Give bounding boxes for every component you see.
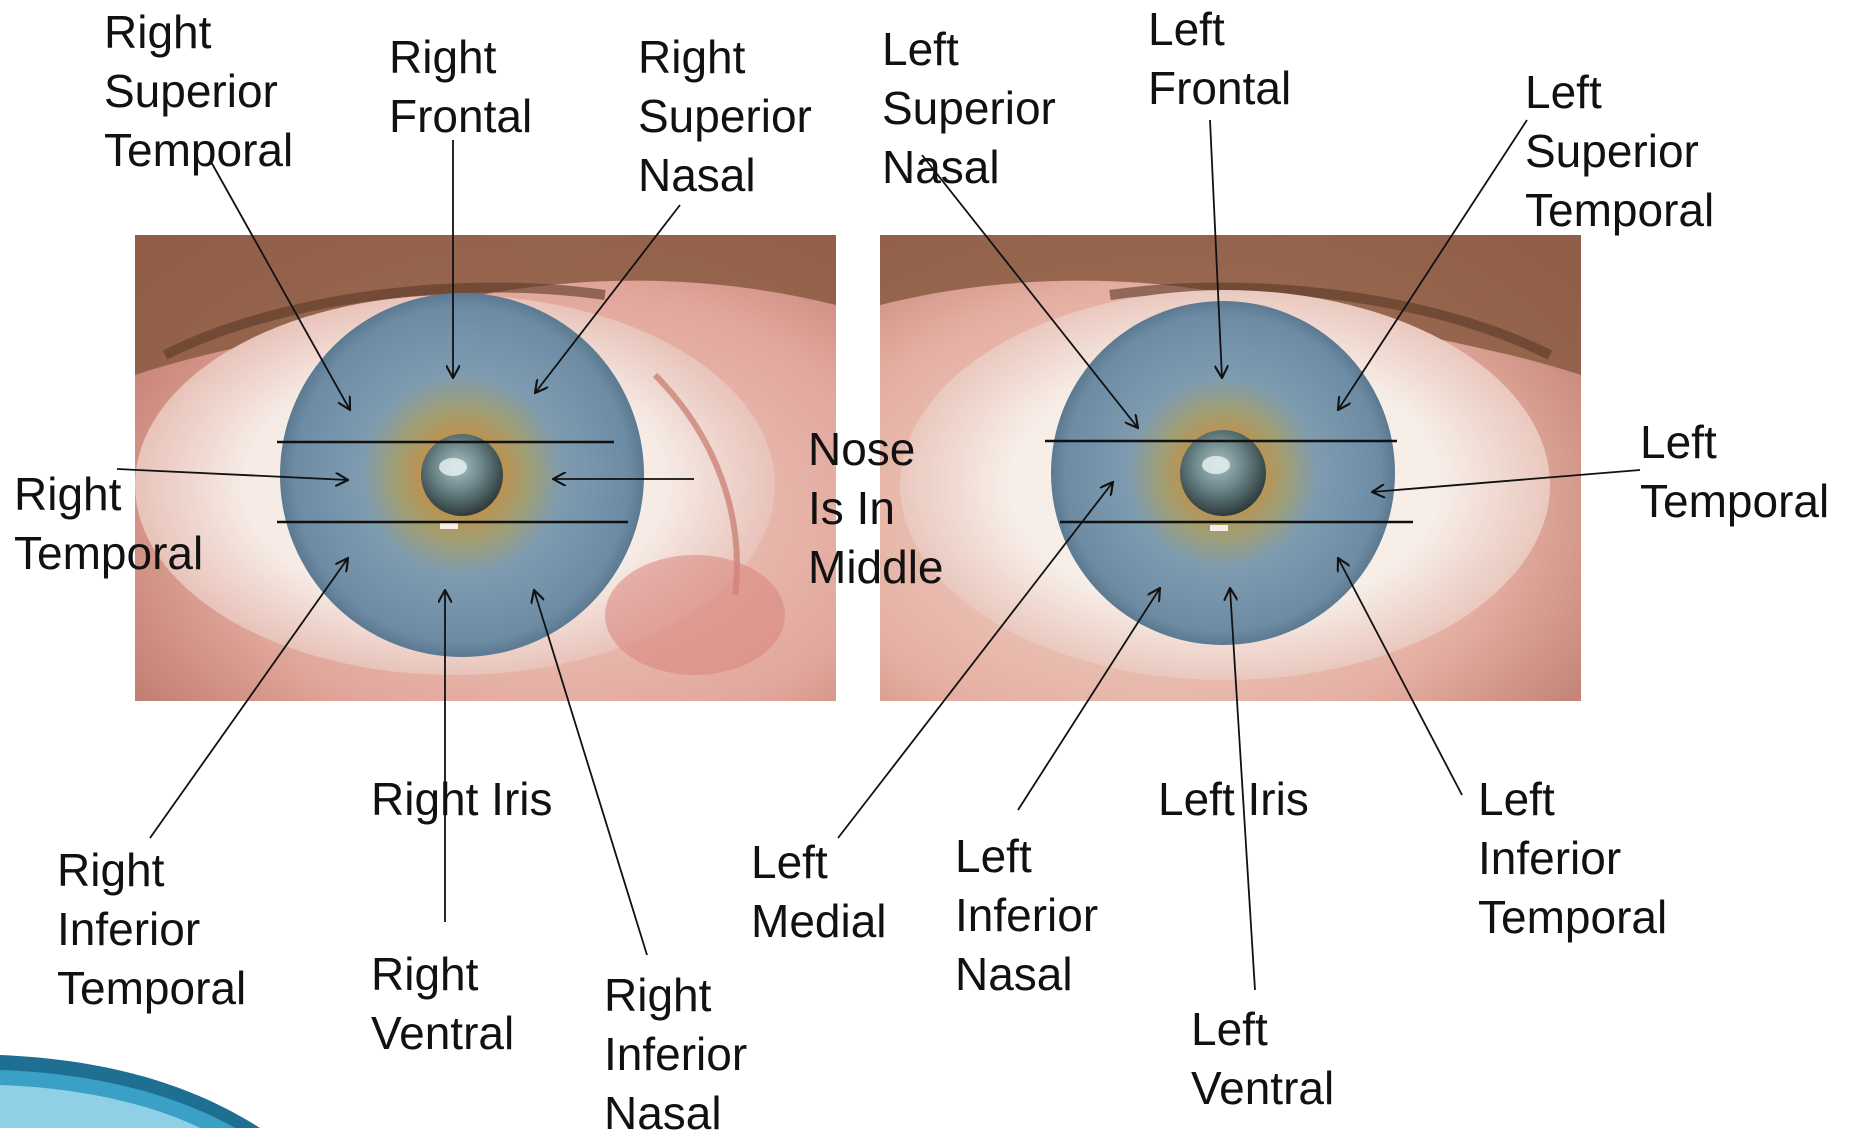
label-left-inferior-nasal: Left Inferior Nasal — [955, 827, 1098, 1004]
label-left-iris: Left Iris — [1158, 770, 1309, 829]
left-eye-photo — [880, 235, 1581, 701]
label-left-superior-temporal: Left Superior Temporal — [1525, 63, 1714, 240]
label-left-temporal: Left Temporal — [1640, 413, 1829, 531]
label-right-inferior-nasal: Right Inferior Nasal — [604, 966, 747, 1143]
label-left-medial: Left Medial — [751, 833, 887, 951]
label-right-superior-nasal: Right Superior Nasal — [638, 28, 812, 205]
label-right-iris: Right Iris — [371, 770, 552, 829]
label-left-frontal: Left Frontal — [1148, 0, 1291, 118]
label-left-inferior-temporal: Left Inferior Temporal — [1478, 770, 1667, 947]
label-right-superior-temporal: Right Superior Temporal — [104, 3, 293, 180]
label-left-ventral: Left Ventral — [1191, 1000, 1334, 1118]
right-eye-photo — [135, 235, 836, 701]
label-right-temporal: Right Temporal — [14, 465, 203, 583]
label-right-inferior-temporal: Right Inferior Temporal — [57, 841, 246, 1018]
label-left-superior-nasal: Left Superior Nasal — [882, 20, 1056, 197]
label-nose-in-middle: Nose Is In Middle — [808, 420, 944, 597]
label-right-frontal: Right Frontal — [389, 28, 532, 146]
label-right-ventral: Right Ventral — [371, 945, 514, 1063]
